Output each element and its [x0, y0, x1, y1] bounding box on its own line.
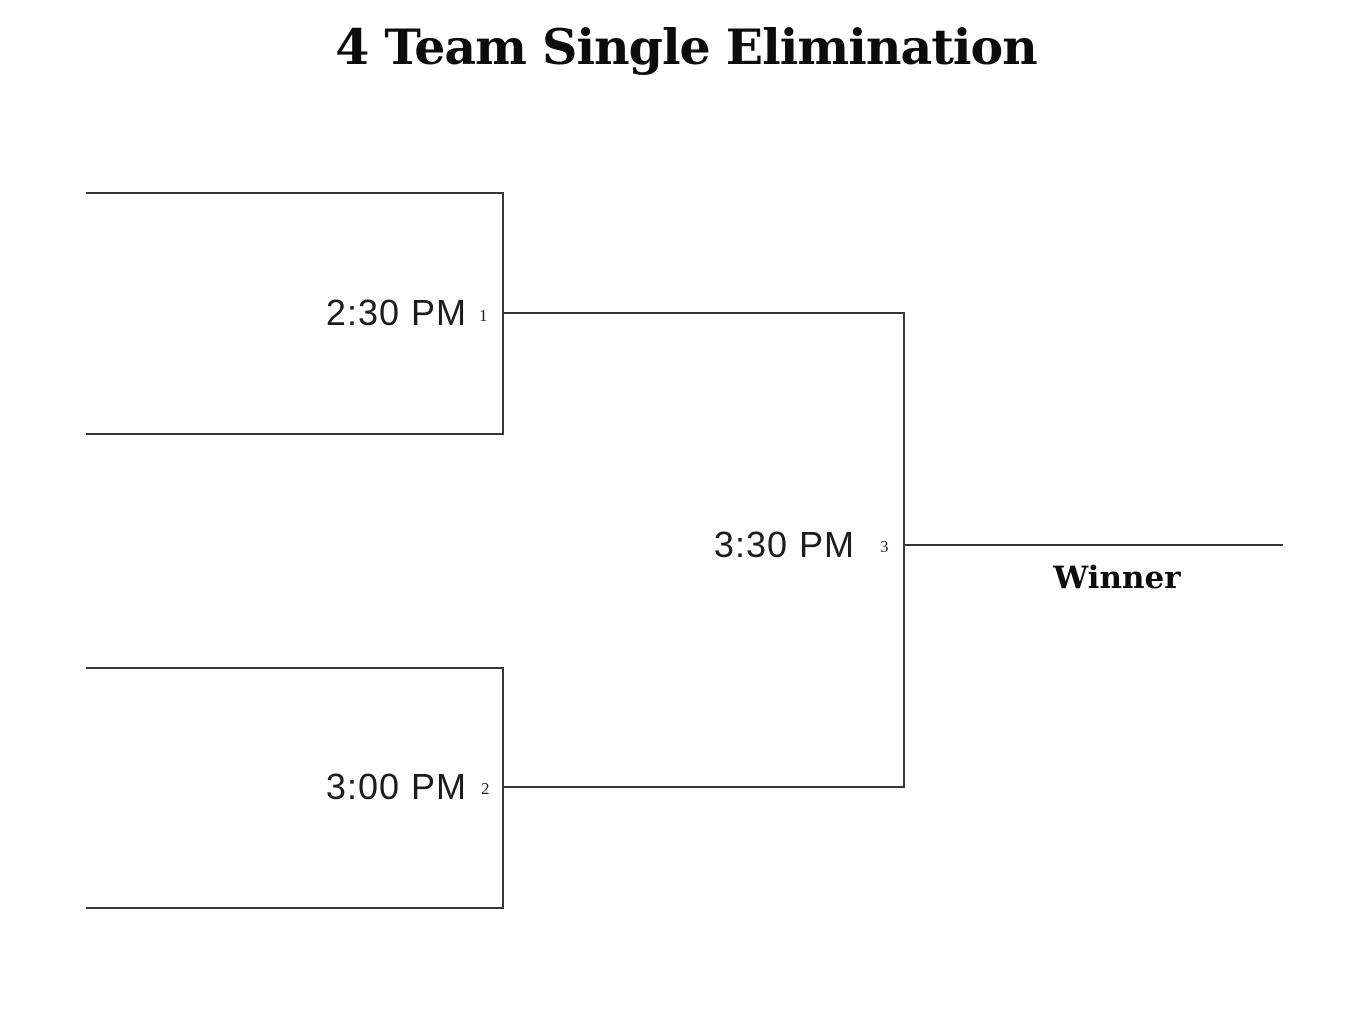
match2-time-label: 3:00 PM [325, 766, 467, 807]
final-time-label: 3:30 PM [713, 524, 855, 565]
match2-game-number: 2 [481, 779, 490, 798]
match1-connector-line [502, 312, 905, 314]
match2-bottom-line [86, 907, 504, 909]
match2-vertical-line [502, 667, 504, 909]
match1-time-label: 2:30 PM [325, 292, 467, 333]
match1-bottom-line [86, 433, 504, 435]
page-title: 4 Team Single Elimination [335, 18, 1038, 76]
winner-label: Winner [1053, 560, 1181, 596]
match1-game-number: 1 [479, 306, 488, 325]
match1-top-line [86, 192, 504, 194]
final-vertical-line [903, 312, 905, 788]
match2-connector-line [502, 786, 905, 788]
final-game-number: 3 [880, 537, 889, 556]
match2-top-line [86, 667, 504, 669]
winner-line [903, 544, 1283, 546]
